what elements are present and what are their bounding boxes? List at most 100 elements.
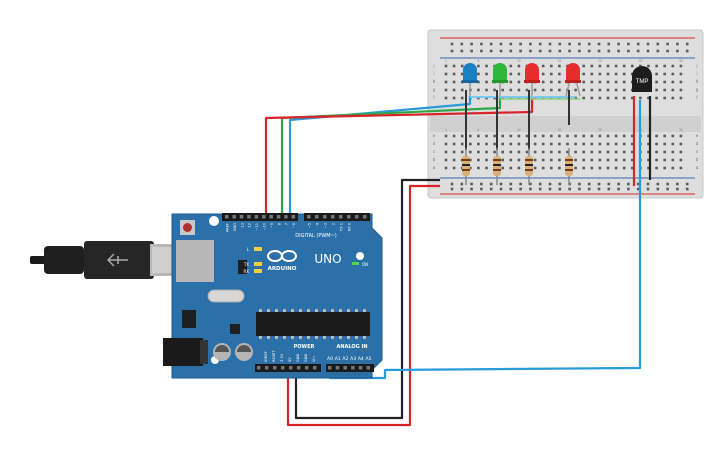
digital-pin-label: 4 xyxy=(316,222,320,225)
rail-hole xyxy=(636,42,640,46)
header-pin xyxy=(347,215,351,219)
rail-hole xyxy=(529,42,532,46)
breadboard-hole xyxy=(590,150,594,154)
rail-hole xyxy=(529,187,532,191)
breadboard-hole xyxy=(582,166,585,170)
breadboard-hole xyxy=(622,166,626,170)
breadboard-hole xyxy=(493,88,496,92)
breadboard-hole xyxy=(485,158,488,162)
breadboard-hole xyxy=(517,142,521,146)
header-pin xyxy=(284,215,288,219)
rail-hole xyxy=(558,42,562,46)
rail-hole xyxy=(529,182,532,186)
breadboard-hole xyxy=(590,72,594,76)
rail-hole xyxy=(538,49,542,53)
breadboard-hole xyxy=(590,80,594,84)
breadboard-hole xyxy=(582,134,585,138)
breadboard-hole xyxy=(509,72,513,76)
resistor-3 xyxy=(525,148,533,185)
rail-hole xyxy=(597,182,601,186)
breadboard-hole xyxy=(541,72,545,76)
breadboard-hole xyxy=(444,72,448,76)
wire-green-led-signal xyxy=(280,96,502,215)
breadboard-hole xyxy=(598,150,602,154)
row-letter: h xyxy=(433,79,436,84)
rail-hole xyxy=(548,42,552,46)
breadboard-hole xyxy=(598,142,602,146)
rail-hole xyxy=(509,42,513,46)
breadboard-hole xyxy=(477,158,480,162)
breadboard-hole xyxy=(509,64,513,68)
digital-pin-label: ~9 xyxy=(270,222,274,228)
breadboard-hole xyxy=(671,64,675,68)
breadboard-hole xyxy=(679,166,683,170)
breadboard-hole xyxy=(533,88,537,92)
column-number: 10 xyxy=(517,128,521,132)
breadboard-hole xyxy=(517,64,521,68)
breadboard-hole xyxy=(614,166,618,170)
breadboard-hole xyxy=(452,150,456,154)
breadboard-hole xyxy=(655,88,658,92)
breadboard-hole xyxy=(485,150,488,154)
rail-hole xyxy=(558,182,562,186)
digital-header-1 xyxy=(222,213,298,221)
column-number: 1 xyxy=(445,128,447,132)
breadboard-hole xyxy=(590,134,594,138)
breadboard-hole xyxy=(598,158,602,162)
ic-pin xyxy=(291,336,294,339)
breadboard-hole xyxy=(558,64,561,68)
breadboard-hole xyxy=(647,96,650,100)
breadboard-hole xyxy=(631,158,634,162)
breadboard-hole xyxy=(574,142,577,146)
breadboard-hole xyxy=(655,80,658,84)
power-pin-label: 3.3V xyxy=(280,353,284,362)
header-pin xyxy=(289,366,293,370)
header-pin xyxy=(232,215,236,219)
ic-pin xyxy=(363,309,366,312)
ic-pin xyxy=(283,309,286,312)
rail-hole xyxy=(627,49,630,53)
breadboard-hole xyxy=(655,64,658,68)
rail-hole xyxy=(685,49,689,53)
rail-hole xyxy=(450,42,454,46)
breadboard-hole xyxy=(485,64,488,68)
rail-hole xyxy=(636,49,640,53)
rail-hole xyxy=(578,187,581,191)
breadboard-hole xyxy=(582,142,585,146)
breadboard-hole xyxy=(631,96,634,100)
digital-pin-label: ~6 xyxy=(292,222,296,228)
column-number: 10 xyxy=(517,59,521,63)
row-letter: d xyxy=(433,141,436,146)
breadboard-hole xyxy=(485,72,488,76)
breadboard-hole xyxy=(647,166,650,170)
breadboard-hole xyxy=(622,150,626,154)
power-pin-label: Vin xyxy=(312,356,316,362)
breadboard-hole xyxy=(574,96,577,100)
temperature-sensor: TMP xyxy=(632,66,652,92)
breadboard-hole xyxy=(655,166,658,170)
brand-label: ARDUINO xyxy=(268,266,297,272)
header-pin xyxy=(313,366,317,370)
ic-pin xyxy=(275,309,278,312)
breadboard-hole xyxy=(550,166,553,170)
breadboard-hole xyxy=(622,96,626,100)
led-rx xyxy=(254,269,262,273)
breadboard-hole xyxy=(606,96,610,100)
breadboard-hole xyxy=(679,150,683,154)
breadboard-hole xyxy=(614,142,618,146)
breadboard-hole xyxy=(606,134,610,138)
rail-hole xyxy=(558,49,562,53)
breadboard-hole xyxy=(485,142,488,146)
ic-pin xyxy=(355,336,358,339)
header-pin xyxy=(254,215,259,219)
breadboard-hole xyxy=(663,80,666,84)
header-pin xyxy=(273,366,277,370)
breadboard-hole xyxy=(541,166,545,170)
rail-hole xyxy=(578,42,581,46)
rail-hole xyxy=(666,187,669,191)
ic-pin xyxy=(307,309,310,312)
breadboard-hole xyxy=(444,142,448,146)
rail-hole xyxy=(676,49,679,53)
breadboard-hole xyxy=(622,72,626,76)
breadboard-hole xyxy=(452,88,456,92)
